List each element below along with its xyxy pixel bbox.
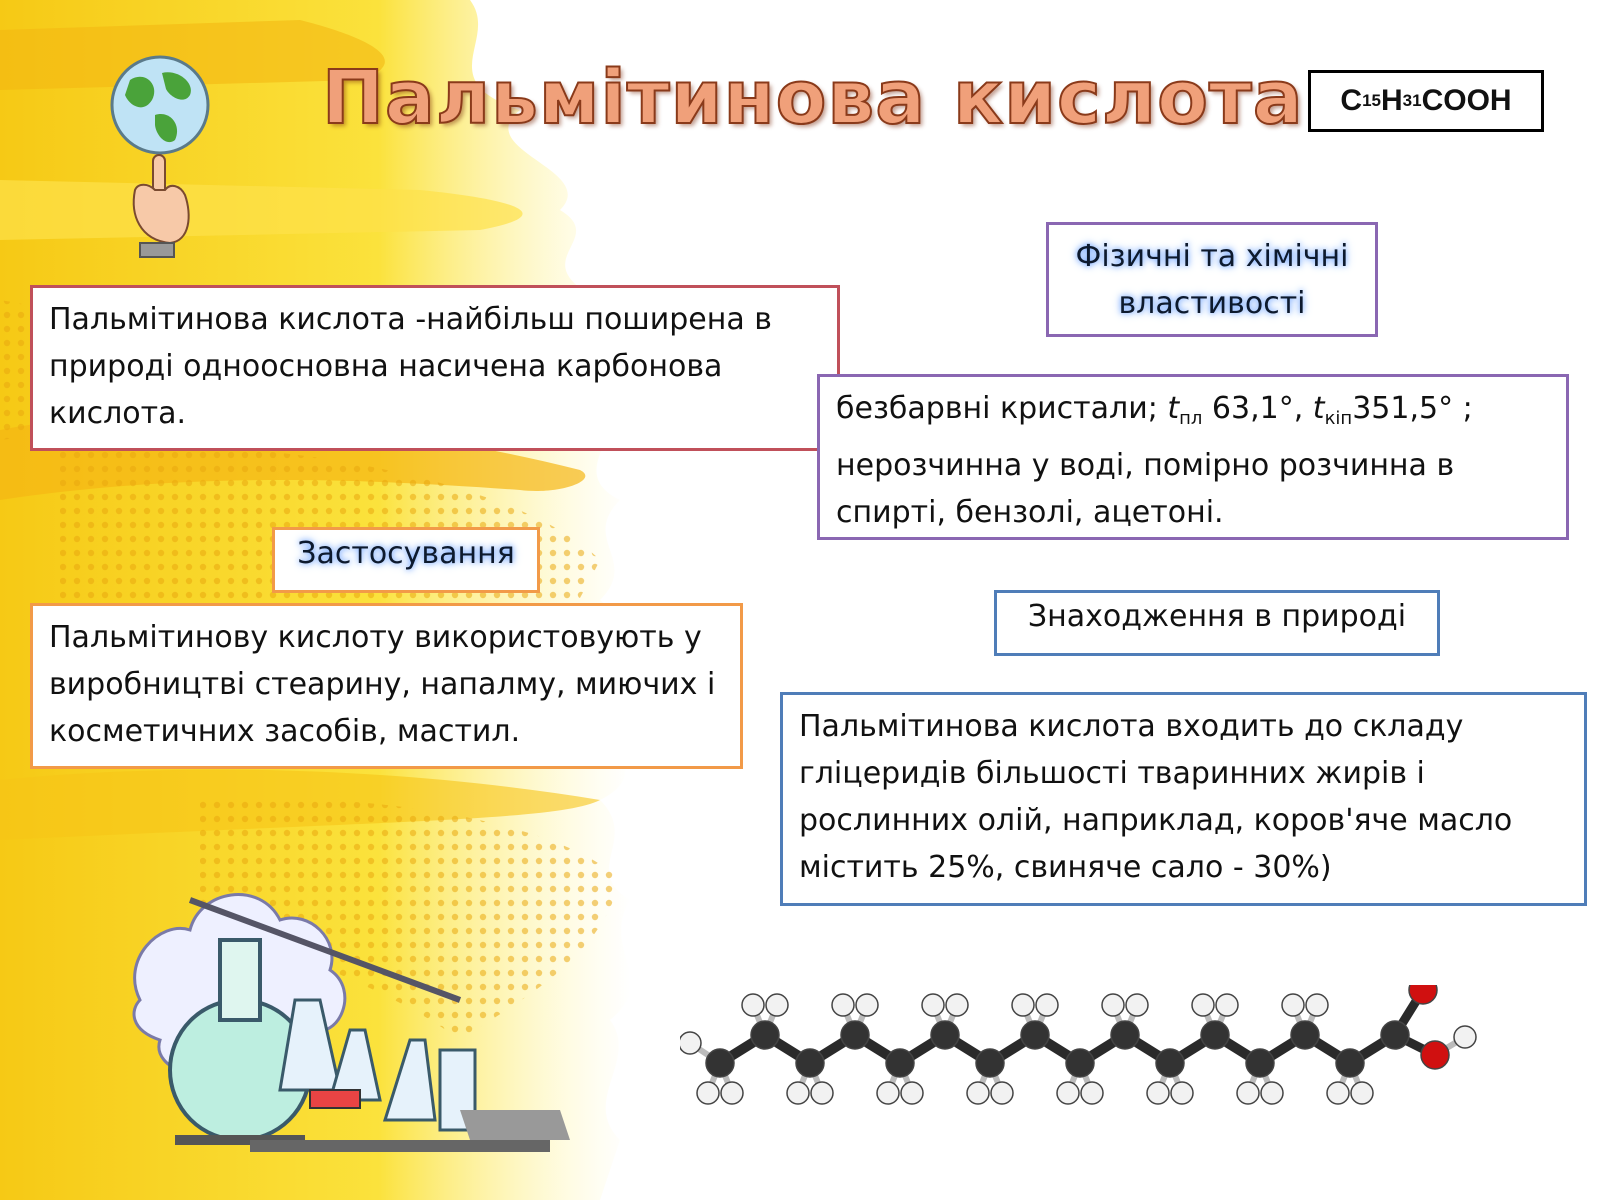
hydrogen-atom <box>1236 1081 1260 1105</box>
hydrogen-atom <box>855 993 879 1017</box>
boiling-t: t <box>1312 391 1325 426</box>
hydrogen-atom <box>1350 1081 1374 1105</box>
hydrogen-atom <box>990 1081 1014 1105</box>
nature-heading: Знаходження в природі <box>994 590 1440 656</box>
properties-part1: безбарвні кристали; <box>836 391 1168 426</box>
carbon-atom <box>930 1020 960 1050</box>
nature-box: Пальмітинова кислота входить до складу г… <box>780 692 1587 906</box>
hydrogen-atom <box>945 993 969 1017</box>
hydrogen-atom <box>765 993 789 1017</box>
melting-t: t <box>1167 391 1180 426</box>
hydrogen-atom <box>786 1081 810 1105</box>
boiling-sub: кіп <box>1324 408 1353 429</box>
formula-c: C <box>1340 84 1363 117</box>
carbon-atom <box>975 1048 1005 1078</box>
hydrogen-atom <box>1056 1081 1080 1105</box>
hydrogen-atom <box>1101 993 1125 1017</box>
hydrogen-atom <box>1170 1081 1194 1105</box>
formula-h-index: 31 <box>1402 91 1422 110</box>
formula-c-index: 15 <box>1362 91 1381 110</box>
hydrogen-atom <box>1281 993 1305 1017</box>
properties-rest: 351,5° ; нерозчинна у воді, помірно розч… <box>836 391 1473 530</box>
hydrogen-atom <box>1011 993 1035 1017</box>
carbon-atom <box>1200 1020 1230 1050</box>
hydrogen-atom <box>1146 1081 1170 1105</box>
carbon-atom <box>840 1020 870 1050</box>
definition-text: Пальмітинова кислота -найбільш поширена … <box>49 302 772 431</box>
properties-heading: Фізичні та хімічні властивості <box>1046 222 1378 337</box>
hydrogen-atom <box>1215 993 1239 1017</box>
oxygen-atom <box>1420 1040 1450 1070</box>
carbon-atom <box>705 1048 735 1078</box>
usage-heading-text: Застосування <box>297 536 515 571</box>
carbon-atom <box>1020 1020 1050 1050</box>
hydrogen-atom <box>680 1031 702 1055</box>
carbon-atom <box>1155 1048 1185 1078</box>
hydrogen-atom <box>966 1081 990 1105</box>
nature-heading-text: Знаходження в природі <box>1027 599 1407 634</box>
hydrogen-atom <box>1453 1025 1477 1049</box>
carbon-atom <box>1380 1020 1410 1050</box>
nature-text: Пальмітинова кислота входить до складу г… <box>799 709 1513 885</box>
oxygen-atom <box>1408 985 1438 1005</box>
hydrogen-atom <box>1305 993 1329 1017</box>
carbon-atom <box>795 1048 825 1078</box>
hydrogen-atom <box>1326 1081 1350 1105</box>
usage-box: Пальмітинову кислоту використовують у ви… <box>30 603 743 769</box>
carbon-atom <box>885 1048 915 1078</box>
hydrogen-atom <box>1035 993 1059 1017</box>
melting-sub: пл <box>1179 408 1203 429</box>
carbon-atom <box>1335 1048 1365 1078</box>
properties-heading-text: Фізичні та хімічні властивості <box>1075 239 1349 321</box>
hydrogen-atom <box>921 993 945 1017</box>
formula-h: H <box>1381 84 1403 117</box>
slide-title: Пальмітинова кислота <box>321 54 1304 142</box>
definition-box: Пальмітинова кислота -найбільш поширена … <box>30 285 840 451</box>
hydrogen-atom <box>900 1081 924 1105</box>
molecule-model-icon <box>680 985 1477 1105</box>
hydrogen-atom <box>1080 1081 1104 1105</box>
hydrogen-atom <box>831 993 855 1017</box>
hydrogen-atom <box>810 1081 834 1105</box>
usage-heading: Застосування <box>272 527 540 593</box>
properties-box: безбарвні кристали; tпл 63,1°, tкіп351,5… <box>817 374 1569 540</box>
formula-tail: COOH <box>1421 84 1512 117</box>
melting-value: 63,1°, <box>1202 391 1313 426</box>
hydrogen-atom <box>876 1081 900 1105</box>
globe-on-finger-icon <box>110 55 210 258</box>
carbon-atom <box>1065 1048 1095 1078</box>
carbon-atom <box>1110 1020 1140 1050</box>
hydrogen-atom <box>1191 993 1215 1017</box>
lab-glassware-icon <box>132 893 570 1152</box>
carbon-atom <box>1290 1020 1320 1050</box>
hydrogen-atom <box>720 1081 744 1105</box>
hydrogen-atom <box>696 1081 720 1105</box>
hydrogen-atom <box>741 993 765 1017</box>
usage-text: Пальмітинову кислоту використовують у ви… <box>49 620 716 749</box>
hydrogen-atom <box>1125 993 1149 1017</box>
carbon-atom <box>1245 1048 1275 1078</box>
carbon-atom <box>750 1020 780 1050</box>
hydrogen-atom <box>1260 1081 1284 1105</box>
